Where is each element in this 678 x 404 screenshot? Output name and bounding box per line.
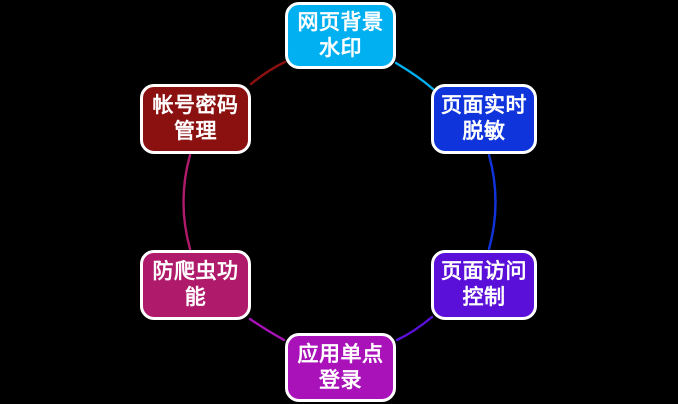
node-label: 防爬虫功 能 xyxy=(152,259,239,309)
node-anti-crawler-function[interactable]: 防爬虫功 能 xyxy=(140,250,251,320)
node-label: 页面实时 脱敏 xyxy=(441,93,527,143)
connector-access-control-to-sso xyxy=(395,315,434,342)
node-label: 帐号密码 管理 xyxy=(152,93,239,143)
node-account-password-management[interactable]: 帐号密码 管理 xyxy=(140,84,251,154)
connector-desensitization-to-access-control xyxy=(487,153,497,251)
node-application-single-sign-on[interactable]: 应用单点 登录 xyxy=(285,333,396,402)
connector-watermark-to-desensitization xyxy=(394,61,435,91)
node-page-access-control[interactable]: 页面访问 控制 xyxy=(431,250,537,320)
node-page-realtime-desensitization[interactable]: 页面实时 脱敏 xyxy=(431,84,537,154)
connector-sso-to-anti-crawler xyxy=(248,317,286,342)
node-label: 页面访问 控制 xyxy=(441,259,527,309)
connector-anti-crawler-to-account xyxy=(182,153,192,251)
node-web-page-background-watermark[interactable]: 网页背景 水印 xyxy=(285,2,396,69)
node-label: 应用单点 登录 xyxy=(297,341,384,392)
node-label: 网页背景 水印 xyxy=(297,9,384,60)
connector-account-to-watermark xyxy=(249,60,287,86)
